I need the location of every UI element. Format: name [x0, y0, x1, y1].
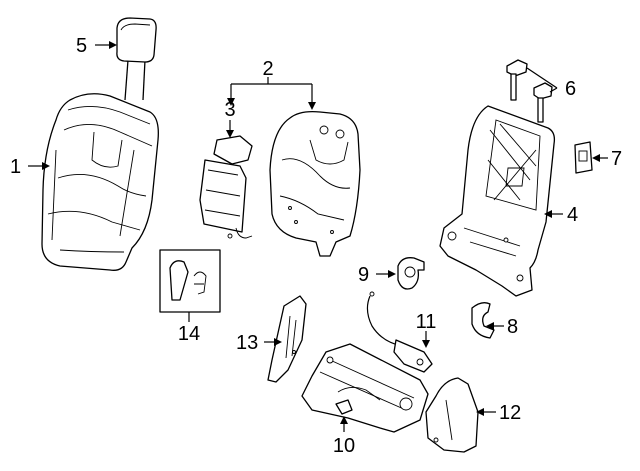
- part-bushing[interactable]: [397, 257, 425, 290]
- callout-5: 5: [76, 35, 87, 57]
- leader-lines: [28, 41, 608, 432]
- callout-6: 6: [565, 78, 576, 100]
- part-cushion-frame[interactable]: [301, 343, 429, 433]
- callout-9: 9: [358, 264, 369, 286]
- callout-4: 4: [567, 204, 578, 226]
- part-seatback-frame[interactable]: [439, 105, 556, 297]
- callout-3: 3: [224, 99, 235, 121]
- part-seatback-cover[interactable]: [41, 93, 159, 271]
- callout-7: 7: [611, 148, 622, 170]
- part-latch-bezel[interactable]: [574, 141, 593, 174]
- callout-2: 2: [262, 58, 273, 80]
- callout-14: 14: [178, 323, 200, 345]
- part-side-trim[interactable]: [267, 295, 307, 383]
- part-rear-panel[interactable]: [269, 110, 361, 257]
- callout-1: 1: [10, 156, 21, 178]
- callout-10: 10: [333, 435, 355, 457]
- part-headrest[interactable]: [116, 17, 157, 101]
- part-back-panel[interactable]: [199, 135, 253, 239]
- part-trim-clip[interactable]: [471, 302, 495, 339]
- callout-8: 8: [507, 316, 518, 338]
- part-bolts[interactable]: [506, 59, 553, 123]
- callout-labels: 1 2 3 4 5 6 7 8 9 10 11 12 13 14: [10, 35, 622, 457]
- callout-11: 11: [416, 311, 437, 333]
- part-cable[interactable]: [366, 291, 433, 373]
- callout-12: 12: [499, 402, 521, 424]
- part-side-cover[interactable]: [425, 377, 479, 453]
- part-kit[interactable]: [159, 249, 221, 313]
- callout-13: 13: [236, 332, 258, 354]
